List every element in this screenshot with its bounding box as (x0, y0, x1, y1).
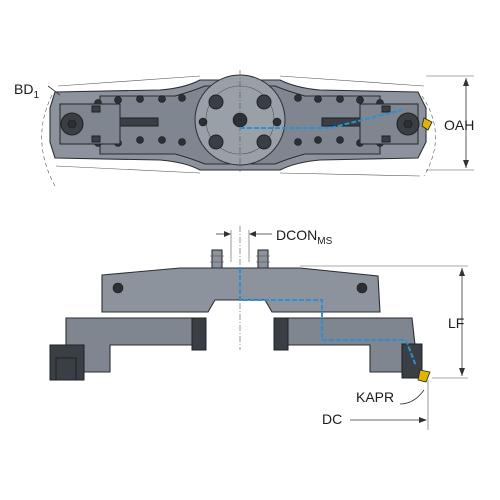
label-bd: BD1 (14, 81, 39, 101)
bd-leader (47, 85, 61, 96)
hub-pin-left (198, 117, 208, 127)
hub-bolt-1 (208, 94, 224, 110)
upper-hole-right (356, 282, 368, 294)
top-view (41, 70, 474, 187)
oah-arrow-bottom (463, 160, 469, 168)
center-right-block (273, 317, 289, 351)
side-lower-right-arm (274, 317, 419, 373)
left-clamp-inner (55, 357, 77, 381)
label-lf: LF (448, 315, 464, 331)
center-left-block (191, 317, 207, 351)
right-cartridge-side (401, 343, 423, 379)
top-coolant-channel (240, 109, 403, 129)
label-dcon: DCONMS (276, 227, 333, 247)
side-lower-left-arm (65, 317, 206, 373)
hub-pin-right (272, 117, 282, 127)
label-oah: OAH (444, 117, 474, 133)
side-coolant-channel (239, 268, 417, 367)
center-bore (232, 112, 248, 128)
bd-construction-line-3 (55, 165, 201, 174)
left-cartridge (59, 103, 159, 145)
kapr-arc (399, 389, 425, 405)
bd-construction-line-4 (279, 172, 421, 177)
bd-construction-line-2 (279, 75, 425, 87)
side-insert (417, 369, 431, 383)
label-kapr: KAPR (356, 389, 394, 405)
side-view (49, 226, 468, 430)
top-insert (421, 117, 433, 131)
bd-construction-line-1 (57, 75, 201, 87)
label-dc: DC (322, 411, 342, 427)
hub-bolt-2 (256, 94, 272, 110)
hub-bolt-3 (208, 134, 224, 150)
hub-bolt-4 (256, 134, 272, 150)
oah-arrow-top (463, 78, 469, 86)
right-cartridge (321, 103, 433, 145)
upper-hole-left (112, 282, 124, 294)
swing-arc-left (41, 94, 56, 187)
swing-arc-right (421, 95, 436, 177)
